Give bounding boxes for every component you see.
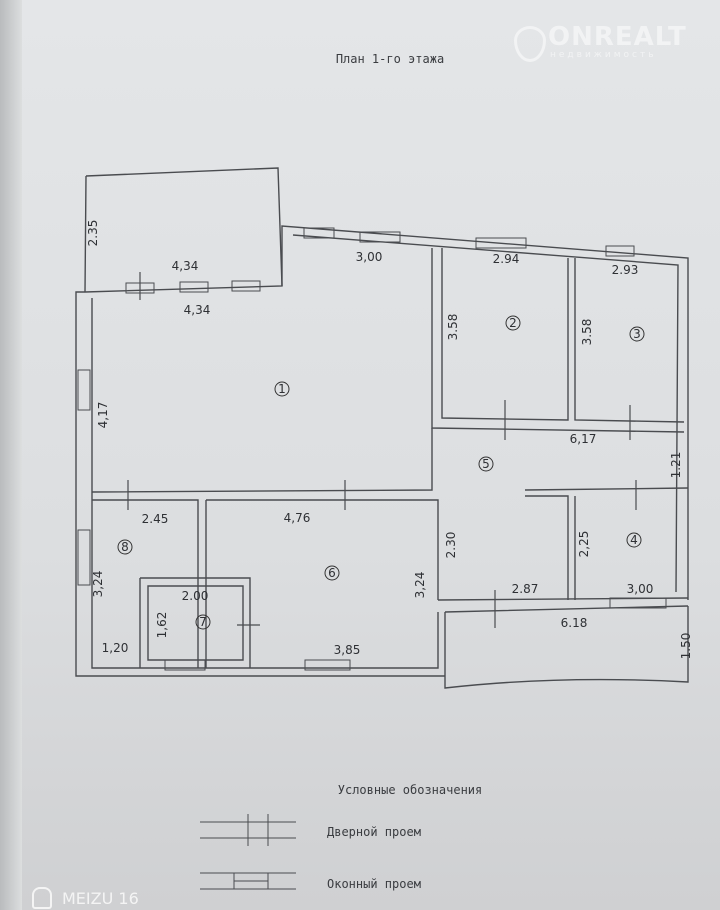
svg-text:6,17: 6,17 (570, 432, 597, 446)
svg-text:2.00: 2.00 (182, 589, 209, 603)
camera-watermark-text: MEIZU 16 (62, 888, 139, 908)
svg-text:4: 4 (630, 533, 638, 547)
svg-text:2.45: 2.45 (142, 512, 169, 526)
room-8: 8 (117, 539, 133, 555)
svg-text:3,24: 3,24 (91, 571, 105, 598)
svg-text:3: 3 (633, 327, 641, 341)
legend-title: Условные обозначения (338, 783, 483, 797)
svg-text:4,34: 4,34 (184, 303, 211, 317)
room-6: 6 (324, 565, 340, 581)
svg-text:2.87: 2.87 (512, 582, 539, 596)
svg-text:1.50: 1.50 (679, 633, 693, 660)
svg-text:3.58: 3.58 (580, 319, 594, 346)
svg-text:4,76: 4,76 (284, 511, 311, 525)
svg-text:2.94: 2.94 (493, 252, 520, 266)
legend: Условные обозначения Дверной проем Оконн… (200, 783, 482, 891)
room-4: 4 (626, 532, 642, 548)
watermark-tagline: недвижимость (550, 50, 657, 60)
room-7: 7 (195, 614, 211, 630)
doors (127, 272, 637, 628)
dimension-labels: 2.35 4,34 4,34 3,00 4,17 2.94 3.58 2.93 … (86, 220, 693, 660)
svg-text:3.58: 3.58 (446, 314, 460, 341)
svg-text:2: 2 (509, 316, 517, 330)
svg-text:2.93: 2.93 (612, 263, 639, 277)
svg-text:6: 6 (328, 566, 336, 580)
svg-text:1,62: 1,62 (155, 612, 169, 639)
onrealt-watermark: ONREALT недвижимость (512, 22, 687, 62)
svg-text:2,25: 2,25 (577, 531, 591, 558)
svg-text:6.18: 6.18 (561, 616, 588, 630)
svg-text:2.30: 2.30 (444, 532, 458, 559)
svg-text:8: 8 (121, 540, 129, 554)
svg-text:2.35: 2.35 (86, 220, 100, 247)
legend-window-symbol (200, 872, 296, 890)
svg-text:1.21: 1.21 (669, 452, 683, 479)
room-2: 2 (505, 315, 521, 331)
legend-door-label: Дверной проем (327, 825, 421, 839)
legend-door-symbol (200, 814, 296, 846)
svg-text:1: 1 (278, 382, 286, 396)
camera-watermark: MEIZU 16 (32, 887, 139, 909)
legend-window-label: Оконный проем (327, 877, 421, 891)
svg-text:7: 7 (199, 615, 207, 629)
room-5: 5 (478, 456, 494, 472)
svg-text:5: 5 (482, 457, 490, 471)
windows (77, 227, 667, 671)
watermark-brand: ONREALT (548, 22, 687, 52)
svg-text:3,85: 3,85 (334, 643, 361, 657)
svg-text:4,34: 4,34 (172, 259, 199, 273)
walls (75, 167, 689, 689)
camera-brand-icon (32, 887, 52, 909)
room-1: 1 (274, 381, 290, 397)
svg-text:1,20: 1,20 (102, 641, 129, 655)
svg-text:3,00: 3,00 (627, 582, 654, 596)
room-3: 3 (629, 326, 645, 342)
svg-text:3,00: 3,00 (356, 250, 383, 264)
house-pin-icon (514, 26, 546, 62)
page-edge (0, 0, 22, 910)
plan-title: План 1-го этажа (336, 52, 444, 66)
svg-text:3,24: 3,24 (413, 572, 427, 599)
svg-text:4,17: 4,17 (96, 402, 110, 429)
room-numbers: 1 2 3 4 5 6 7 8 (117, 315, 645, 630)
